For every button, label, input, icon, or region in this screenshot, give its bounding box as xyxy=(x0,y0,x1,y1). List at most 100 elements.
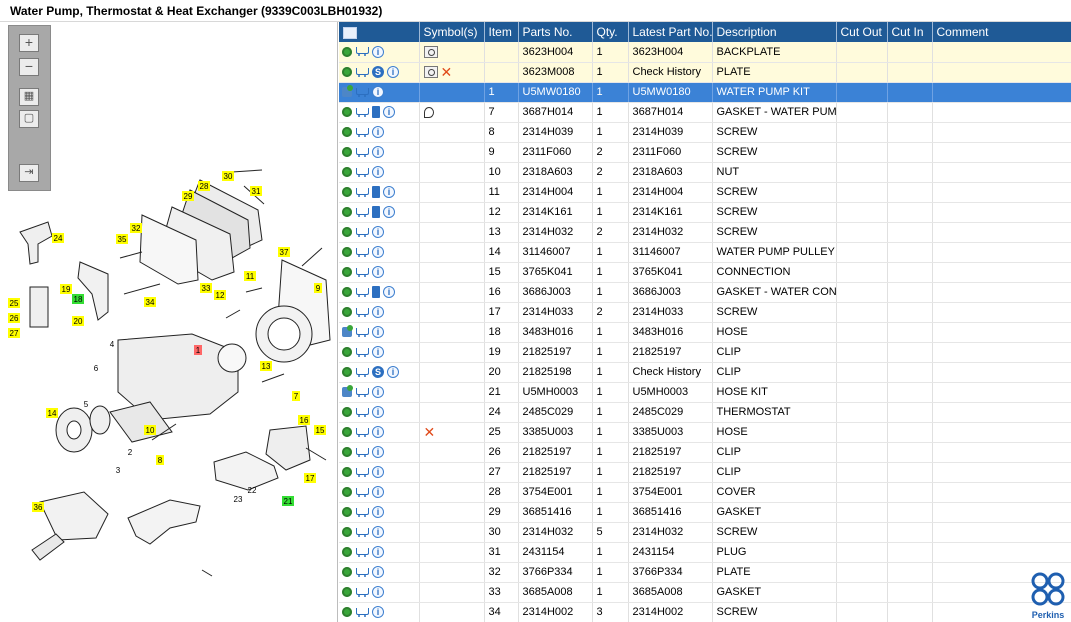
discontinued-x-icon[interactable]: ✕ xyxy=(423,423,436,440)
kit-icon[interactable] xyxy=(342,385,353,398)
gear-icon[interactable] xyxy=(342,527,352,538)
column-header-symbols[interactable]: Symbol(s) xyxy=(419,22,485,42)
info-icon[interactable]: i xyxy=(372,326,384,339)
info-icon[interactable]: i xyxy=(372,45,384,58)
info-icon[interactable]: i xyxy=(372,606,384,619)
callout-20[interactable]: 20 xyxy=(72,316,84,326)
fit-window-icon[interactable]: ▢ xyxy=(19,110,39,128)
info-icon[interactable]: i xyxy=(372,86,384,99)
column-header-cut-out[interactable]: Cut Out xyxy=(836,22,888,42)
gear-icon[interactable] xyxy=(342,67,352,78)
add-to-cart-icon[interactable] xyxy=(355,46,369,57)
info-icon[interactable]: i xyxy=(383,286,395,299)
info-icon[interactable]: i xyxy=(372,426,384,439)
callout-14[interactable]: 14 xyxy=(46,408,58,418)
add-to-cart-icon[interactable] xyxy=(355,447,369,458)
add-to-cart-icon[interactable] xyxy=(355,567,369,578)
callout-23[interactable]: 23 xyxy=(234,495,243,504)
service-book-icon[interactable] xyxy=(372,286,380,299)
gear-icon[interactable] xyxy=(342,167,352,178)
service-book-icon[interactable] xyxy=(372,186,380,199)
callout-28[interactable]: 28 xyxy=(198,181,210,191)
info-icon[interactable]: i xyxy=(383,186,395,199)
info-icon[interactable]: i xyxy=(387,66,399,79)
callout-35[interactable]: 35 xyxy=(116,234,128,244)
add-to-cart-icon[interactable] xyxy=(355,267,369,278)
gear-icon[interactable] xyxy=(342,287,352,298)
add-to-cart-icon[interactable] xyxy=(355,547,369,558)
column-header-part-no[interactable]: Parts No. xyxy=(518,22,593,42)
callout-30[interactable]: 30 xyxy=(222,171,234,181)
info-icon[interactable]: i xyxy=(372,246,384,259)
callout-19[interactable]: 19 xyxy=(60,284,72,294)
kit-icon[interactable] xyxy=(342,85,353,98)
callout-12[interactable]: 12 xyxy=(214,290,226,300)
callout-1[interactable]: 1 xyxy=(194,345,202,355)
callout-16[interactable]: 16 xyxy=(298,415,310,425)
callout-6[interactable]: 6 xyxy=(94,364,99,373)
column-header-item[interactable]: Item xyxy=(484,22,519,42)
callout-7[interactable]: 7 xyxy=(292,391,300,401)
gear-icon[interactable] xyxy=(342,307,352,318)
gear-icon[interactable] xyxy=(342,427,352,438)
callout-21[interactable]: 21 xyxy=(282,496,294,506)
info-icon[interactable]: i xyxy=(372,306,384,319)
add-to-cart-icon[interactable] xyxy=(355,487,369,498)
info-icon[interactable]: i xyxy=(372,546,384,559)
add-to-cart-icon[interactable] xyxy=(355,387,369,398)
gear-icon[interactable] xyxy=(342,127,352,138)
zoom-out-icon[interactable]: − xyxy=(19,58,39,76)
add-to-cart-icon[interactable] xyxy=(355,127,369,138)
column-header-description[interactable]: Description xyxy=(712,22,837,42)
gear-icon[interactable] xyxy=(342,547,352,558)
callout-4[interactable]: 4 xyxy=(110,340,115,349)
callout-18[interactable]: 18 xyxy=(72,294,84,304)
column-header-actions[interactable] xyxy=(339,22,420,42)
add-to-cart-icon[interactable] xyxy=(355,467,369,478)
info-icon[interactable]: i xyxy=(372,126,384,139)
info-icon[interactable]: i xyxy=(372,446,384,459)
add-to-cart-icon[interactable] xyxy=(355,307,369,318)
add-to-cart-icon[interactable] xyxy=(355,87,369,98)
add-to-cart-icon[interactable] xyxy=(355,347,369,358)
info-icon[interactable]: i xyxy=(372,566,384,579)
gear-icon[interactable] xyxy=(342,147,352,158)
callout-2[interactable]: 2 xyxy=(128,448,133,457)
column-header-qty[interactable]: Qty. xyxy=(592,22,629,42)
callout-25[interactable]: 25 xyxy=(8,298,20,308)
add-to-cart-icon[interactable] xyxy=(355,407,369,418)
info-icon[interactable]: i xyxy=(372,526,384,539)
info-icon[interactable]: i xyxy=(372,166,384,179)
add-to-cart-icon[interactable] xyxy=(355,507,369,518)
add-to-cart-icon[interactable] xyxy=(355,427,369,438)
info-icon[interactable]: i xyxy=(372,266,384,279)
callout-37[interactable]: 37 xyxy=(278,247,290,257)
callout-29[interactable]: 29 xyxy=(182,191,194,201)
gear-icon[interactable] xyxy=(342,507,352,518)
info-icon[interactable]: i xyxy=(372,506,384,519)
info-icon[interactable]: i xyxy=(372,226,384,239)
gear-icon[interactable] xyxy=(342,567,352,578)
callout-15[interactable]: 15 xyxy=(314,425,326,435)
info-icon[interactable]: i xyxy=(372,406,384,419)
add-to-cart-icon[interactable] xyxy=(355,607,369,618)
gear-icon[interactable] xyxy=(342,447,352,458)
info-icon[interactable]: i xyxy=(372,586,384,599)
add-to-cart-icon[interactable] xyxy=(355,167,369,178)
fit-all-icon[interactable]: ▦ xyxy=(19,88,39,106)
